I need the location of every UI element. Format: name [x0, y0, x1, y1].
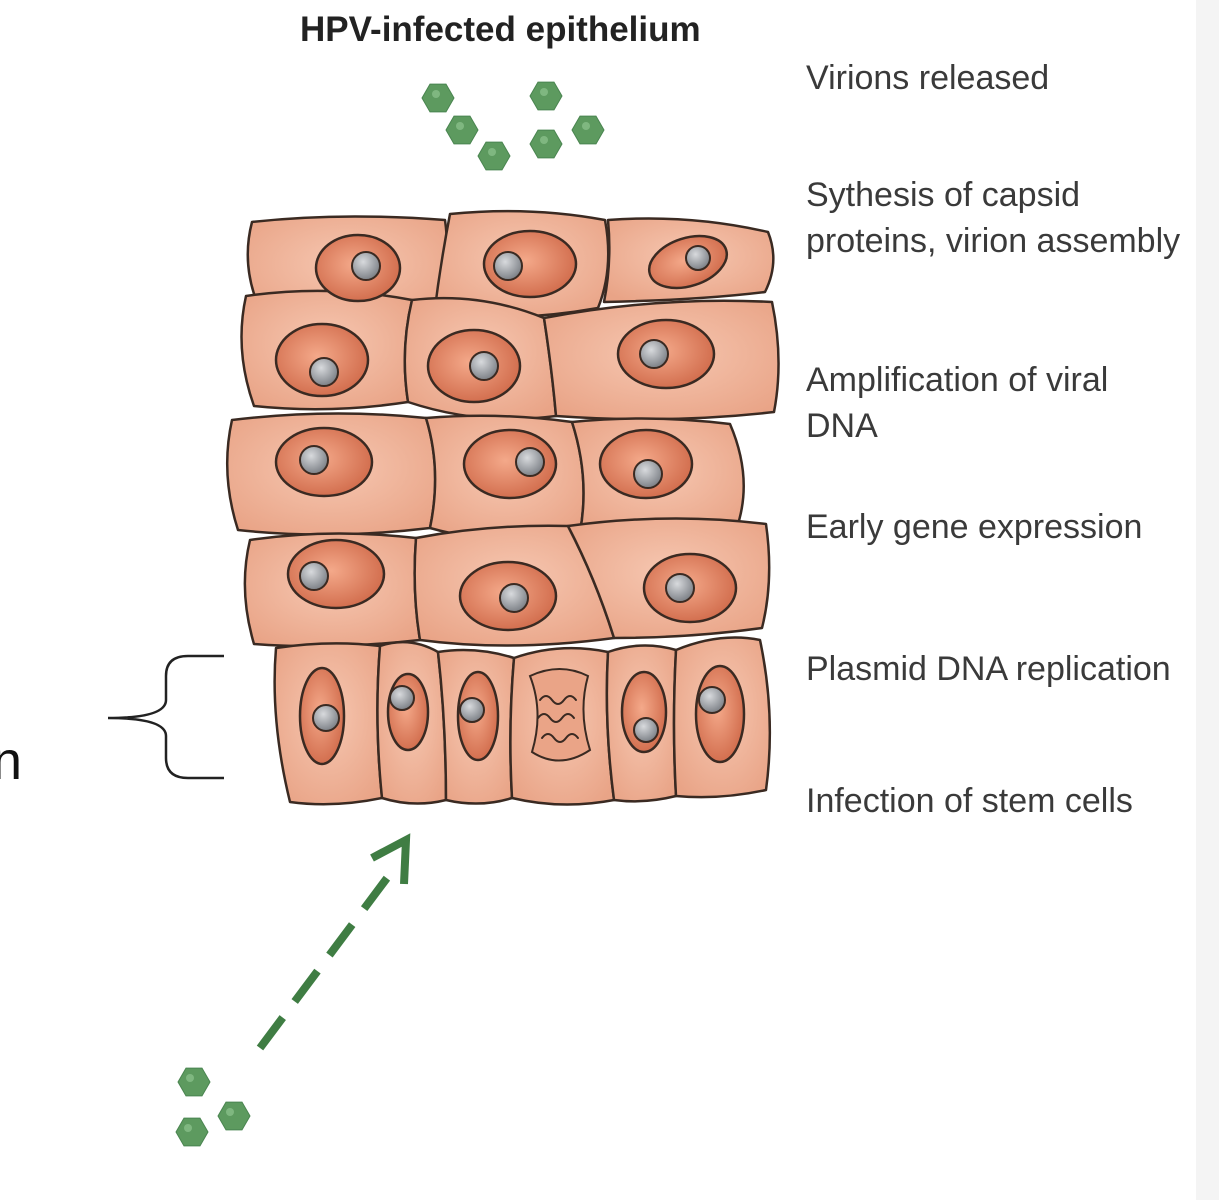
virion-icon: [445, 115, 479, 145]
nucleolus: [299, 445, 329, 475]
virion-icon: [529, 81, 563, 111]
page-edge-strip: [1196, 0, 1219, 1200]
stage-label-early-gene: Early gene expression: [806, 508, 1143, 546]
mitotic-nucleus: [528, 668, 592, 762]
virion-icon: [217, 1101, 251, 1131]
nucleus: [462, 428, 558, 500]
stage-label-plasmid-replication: Plasmid DNA replication: [806, 650, 1171, 688]
nucleolus: [685, 245, 711, 271]
nucleus: [694, 664, 746, 764]
cut-off-label: n: [0, 731, 23, 791]
nucleolus: [312, 704, 340, 732]
nucleolus: [499, 583, 529, 613]
nucleolus: [469, 351, 499, 381]
nucleolus: [309, 357, 339, 387]
nucleolus: [299, 561, 329, 591]
stage-label-amplification: Amplification of viral DNA: [806, 361, 1109, 445]
nucleolus: [633, 717, 659, 743]
virion-icon: [175, 1117, 209, 1147]
virion-icon: [477, 141, 511, 171]
virion-icon: [421, 83, 455, 113]
nucleolus: [351, 251, 381, 281]
nucleolus: [389, 685, 415, 711]
nucleolus: [639, 339, 669, 369]
stage-label-virions-released: Virions released: [806, 59, 1050, 97]
nucleolus: [633, 459, 663, 489]
nucleus: [386, 672, 430, 752]
diagram-title: HPV-infected epithelium: [300, 10, 701, 49]
basal-layer-bracket: [107, 654, 224, 780]
virion-icon: [177, 1067, 211, 1097]
nucleolus: [493, 251, 523, 281]
stage-label-infection: Infection of stem cells: [806, 782, 1133, 820]
virion-icon: [571, 115, 605, 145]
nucleolus: [698, 686, 726, 714]
nucleolus: [515, 447, 545, 477]
infection-arrow: [256, 833, 411, 1051]
nucleus: [286, 538, 386, 610]
nucleolus: [459, 697, 485, 723]
nucleolus: [665, 573, 695, 603]
stage-label-capsid-synthesis: Sythesis of capsid proteins, virion asse…: [806, 176, 1181, 260]
virion-icon: [529, 129, 563, 159]
